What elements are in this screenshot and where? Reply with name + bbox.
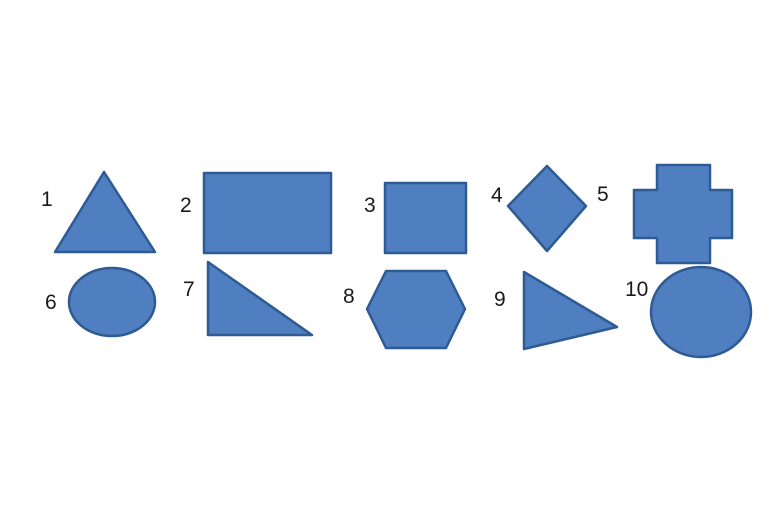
shape-7-right-triangle xyxy=(206,260,314,337)
shape-8-hexagon xyxy=(365,269,467,350)
shape-1-label: 1 xyxy=(41,188,53,211)
shape-7-label: 7 xyxy=(183,278,195,301)
shape-9-label: 9 xyxy=(494,288,506,311)
shape-10-label: 10 xyxy=(625,278,648,301)
shape-6-label: 6 xyxy=(45,291,57,314)
shape-5-label: 5 xyxy=(597,183,609,206)
shape-4-diamond xyxy=(506,164,588,253)
shape-5-cross xyxy=(632,163,734,265)
shape-10-circle xyxy=(649,265,753,359)
shape-1-triangle xyxy=(53,170,157,254)
shape-3-label: 3 xyxy=(364,194,376,217)
shape-9-triangle-right xyxy=(522,270,619,351)
shape-2-label: 2 xyxy=(180,194,192,217)
shape-3-square xyxy=(383,181,468,255)
shape-6-ellipse xyxy=(67,266,157,338)
shape-4-label: 4 xyxy=(491,184,503,207)
shape-8-label: 8 xyxy=(343,285,355,308)
shape-2-rectangle xyxy=(202,171,333,255)
